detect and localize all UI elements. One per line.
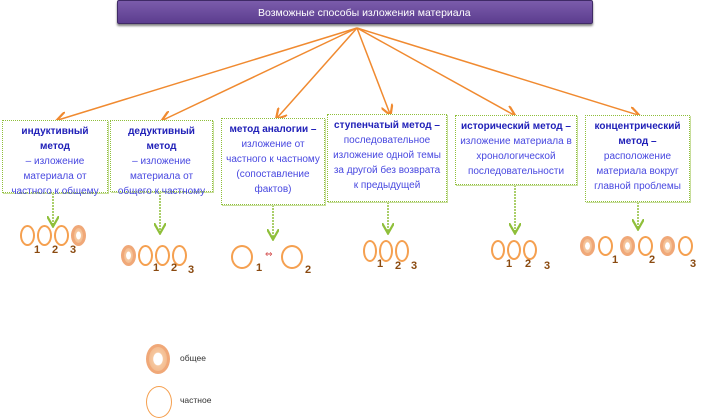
diagram-title: Возможные способы изложения материала	[117, 0, 593, 24]
method-description: изложение от частного к частному (сопост…	[226, 139, 320, 195]
ring-particular	[678, 236, 693, 256]
sequence-number: 3	[188, 264, 195, 276]
sequence-number: 2	[395, 260, 402, 272]
method-box-inductive: индуктивный метод – изложение материала …	[2, 120, 108, 197]
ring-particular	[363, 240, 377, 262]
bidirectional-arrow-icon: ⇔	[265, 250, 273, 260]
method-name: концентрический метод –	[594, 121, 681, 147]
sequence-number: 1	[506, 258, 513, 270]
method-name: дедуктивный метод	[128, 126, 195, 152]
sequence-number: 1	[612, 254, 619, 266]
sequence-number: 1	[256, 262, 263, 274]
ring-general	[620, 236, 635, 256]
sequence-number: 2	[52, 244, 59, 256]
arrow-title-to-method-1	[163, 27, 358, 120]
legend-particular-label: частное	[180, 395, 212, 405]
sequence-number: 1	[153, 262, 160, 274]
method-description: – изложение материала от частного к обще…	[11, 156, 99, 197]
ring-particular	[507, 240, 521, 260]
legend-general-label: общее	[180, 353, 206, 363]
ring-general	[580, 236, 595, 256]
ring-particular	[138, 245, 153, 266]
ring-particular	[395, 240, 409, 262]
method-description: расположение материала вокруг главной пр…	[594, 151, 681, 192]
ring-particular	[491, 240, 505, 260]
sequence-number: 3	[70, 244, 77, 256]
sequence-number: 1	[377, 258, 384, 270]
sequence-number: 3	[690, 258, 697, 270]
method-box-historical: исторический метод – изложение материала…	[455, 115, 577, 185]
sequence-number: 1	[34, 244, 41, 256]
ring-particular	[638, 236, 653, 256]
ring-particular	[598, 236, 613, 256]
ring-particular	[379, 240, 393, 262]
legend-particular-ring	[146, 386, 172, 418]
ring-particular	[54, 225, 69, 246]
method-description: – изложение материала от общего к частно…	[117, 156, 206, 197]
arrow-title-to-method-5	[356, 27, 638, 115]
ring-particular	[231, 245, 253, 269]
arrow-title-to-method-0	[58, 27, 358, 120]
ring-particular	[172, 245, 187, 266]
sequence-number: 2	[305, 264, 312, 276]
method-name: индуктивный метод	[21, 126, 89, 152]
sequence-number: 3	[411, 260, 418, 272]
method-box-stepwise: ступенчатый метод – последовательное изл…	[327, 114, 447, 202]
method-name: ступенчатый метод –	[334, 120, 440, 131]
method-description: изложение материала в хронологической по…	[460, 136, 572, 177]
ring-general	[71, 225, 86, 246]
legend-general-ring	[146, 344, 170, 374]
method-box-analogy: метод аналогии – изложение от частного к…	[221, 118, 325, 205]
ring-general	[121, 245, 136, 266]
ring-particular	[523, 240, 537, 260]
method-name: исторический метод –	[461, 121, 571, 132]
ring-particular	[20, 225, 35, 246]
sequence-number: 3	[544, 260, 551, 272]
arrow-title-to-method-3	[356, 27, 390, 114]
arrow-title-to-method-4	[356, 27, 514, 115]
ring-particular	[155, 245, 170, 266]
ring-particular	[37, 225, 52, 246]
sequence-number: 2	[525, 258, 532, 270]
arrow-title-to-method-2	[277, 27, 358, 118]
sequence-number: 2	[171, 262, 178, 274]
method-description: последовательное изложение одной темы за…	[333, 135, 441, 191]
ring-general	[660, 236, 675, 256]
sequence-number: 2	[649, 254, 656, 266]
method-name: метод аналогии –	[229, 124, 317, 135]
method-box-concentric: концентрический метод – расположение мат…	[585, 115, 690, 202]
method-box-deductive: дедуктивный метод – изложение материала …	[110, 120, 213, 197]
ring-particular	[281, 245, 303, 269]
